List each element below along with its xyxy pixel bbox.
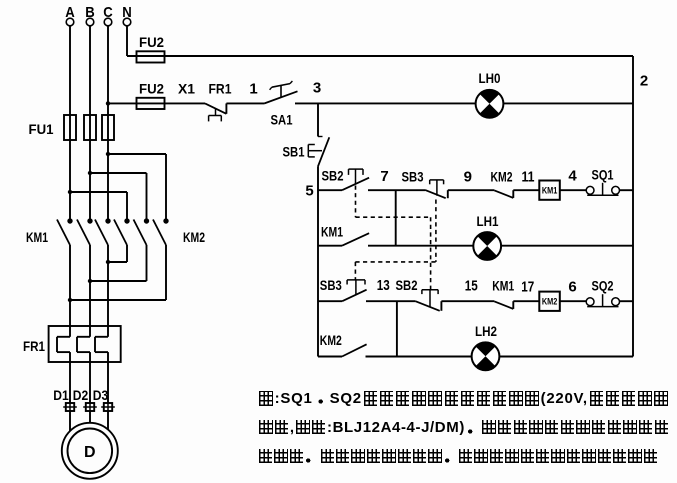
svg-text:FU2: FU2 — [139, 81, 164, 97]
svg-text:LH0: LH0 — [479, 70, 501, 86]
svg-text:17: 17 — [521, 279, 534, 296]
svg-text:KM1: KM1 — [321, 224, 343, 240]
svg-text:4: 4 — [568, 168, 577, 185]
svg-text:6: 6 — [568, 279, 576, 296]
svg-text:SB2: SB2 — [396, 277, 418, 293]
svg-text:15: 15 — [465, 278, 478, 295]
svg-text:SB2: SB2 — [322, 168, 344, 184]
svg-text:11: 11 — [522, 169, 535, 186]
svg-text:D2: D2 — [73, 387, 89, 403]
svg-text:FU2: FU2 — [139, 34, 164, 50]
svg-text:KM1: KM1 — [492, 278, 514, 294]
svg-text:9: 9 — [464, 169, 472, 186]
svg-text:FR1: FR1 — [209, 81, 232, 97]
svg-text:SQ2: SQ2 — [592, 278, 614, 294]
svg-text:SB3: SB3 — [402, 169, 424, 185]
svg-text:D1: D1 — [53, 387, 69, 403]
svg-text:KM2: KM2 — [320, 332, 342, 348]
svg-text:D3: D3 — [93, 387, 109, 403]
svg-text:KM2: KM2 — [183, 229, 205, 245]
svg-text:LH2: LH2 — [475, 323, 497, 339]
svg-text:7: 7 — [380, 168, 388, 185]
svg-text:LH1: LH1 — [477, 213, 499, 229]
svg-text:KM2: KM2 — [491, 169, 513, 185]
svg-text:KM1: KM1 — [542, 186, 558, 196]
svg-text:13: 13 — [377, 277, 390, 294]
svg-text:N: N — [122, 4, 132, 21]
svg-text:B: B — [85, 4, 95, 21]
svg-text:SQ1: SQ1 — [592, 167, 614, 183]
svg-text:FR1: FR1 — [23, 338, 45, 354]
svg-text:SB1: SB1 — [283, 144, 305, 160]
svg-text:KM2: KM2 — [542, 297, 558, 307]
svg-text:3: 3 — [313, 80, 321, 97]
svg-text:SA1: SA1 — [271, 112, 293, 128]
svg-text:A: A — [65, 4, 75, 21]
svg-text:5: 5 — [305, 183, 313, 200]
svg-text:SB3: SB3 — [320, 277, 342, 293]
svg-text:KM1: KM1 — [26, 229, 48, 245]
svg-text:X1: X1 — [178, 81, 195, 97]
svg-text:D: D — [84, 444, 96, 461]
svg-text:2: 2 — [640, 73, 648, 90]
svg-text:FU1: FU1 — [29, 121, 54, 137]
svg-text:C: C — [103, 4, 113, 21]
svg-text:1: 1 — [249, 81, 257, 98]
